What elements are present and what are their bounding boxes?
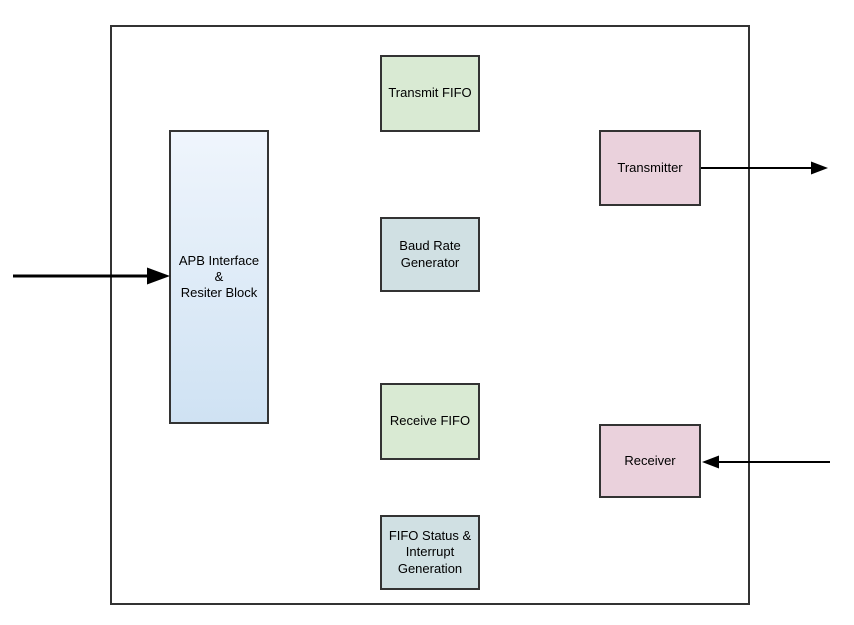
- transmit-fifo-label: Transmit FIFO: [388, 85, 472, 101]
- transmitter-block: Transmitter: [599, 130, 701, 206]
- apb-interface-label: APB Interface & Resiter Block: [178, 252, 260, 301]
- receive-fifo-label: Receive FIFO: [389, 413, 471, 429]
- receiver-label: Receiver: [624, 452, 676, 468]
- baud-rate-generator-block: Baud Rate Generator: [380, 217, 480, 292]
- fifo-status-interrupt-label: FIFO Status & Interrupt Generation: [388, 528, 472, 576]
- apb-interface-block: APB Interface & Resiter Block: [169, 130, 269, 424]
- uart-top-container: [110, 25, 750, 605]
- receiver-block: Receiver: [599, 424, 701, 498]
- transmitter-label: Transmitter: [617, 159, 683, 175]
- transmit-fifo-block: Transmit FIFO: [380, 55, 480, 132]
- baud-rate-generator-label: Baud Rate Generator: [399, 238, 461, 270]
- fifo-status-interrupt-block: FIFO Status & Interrupt Generation: [380, 515, 480, 590]
- receive-fifo-block: Receive FIFO: [380, 383, 480, 460]
